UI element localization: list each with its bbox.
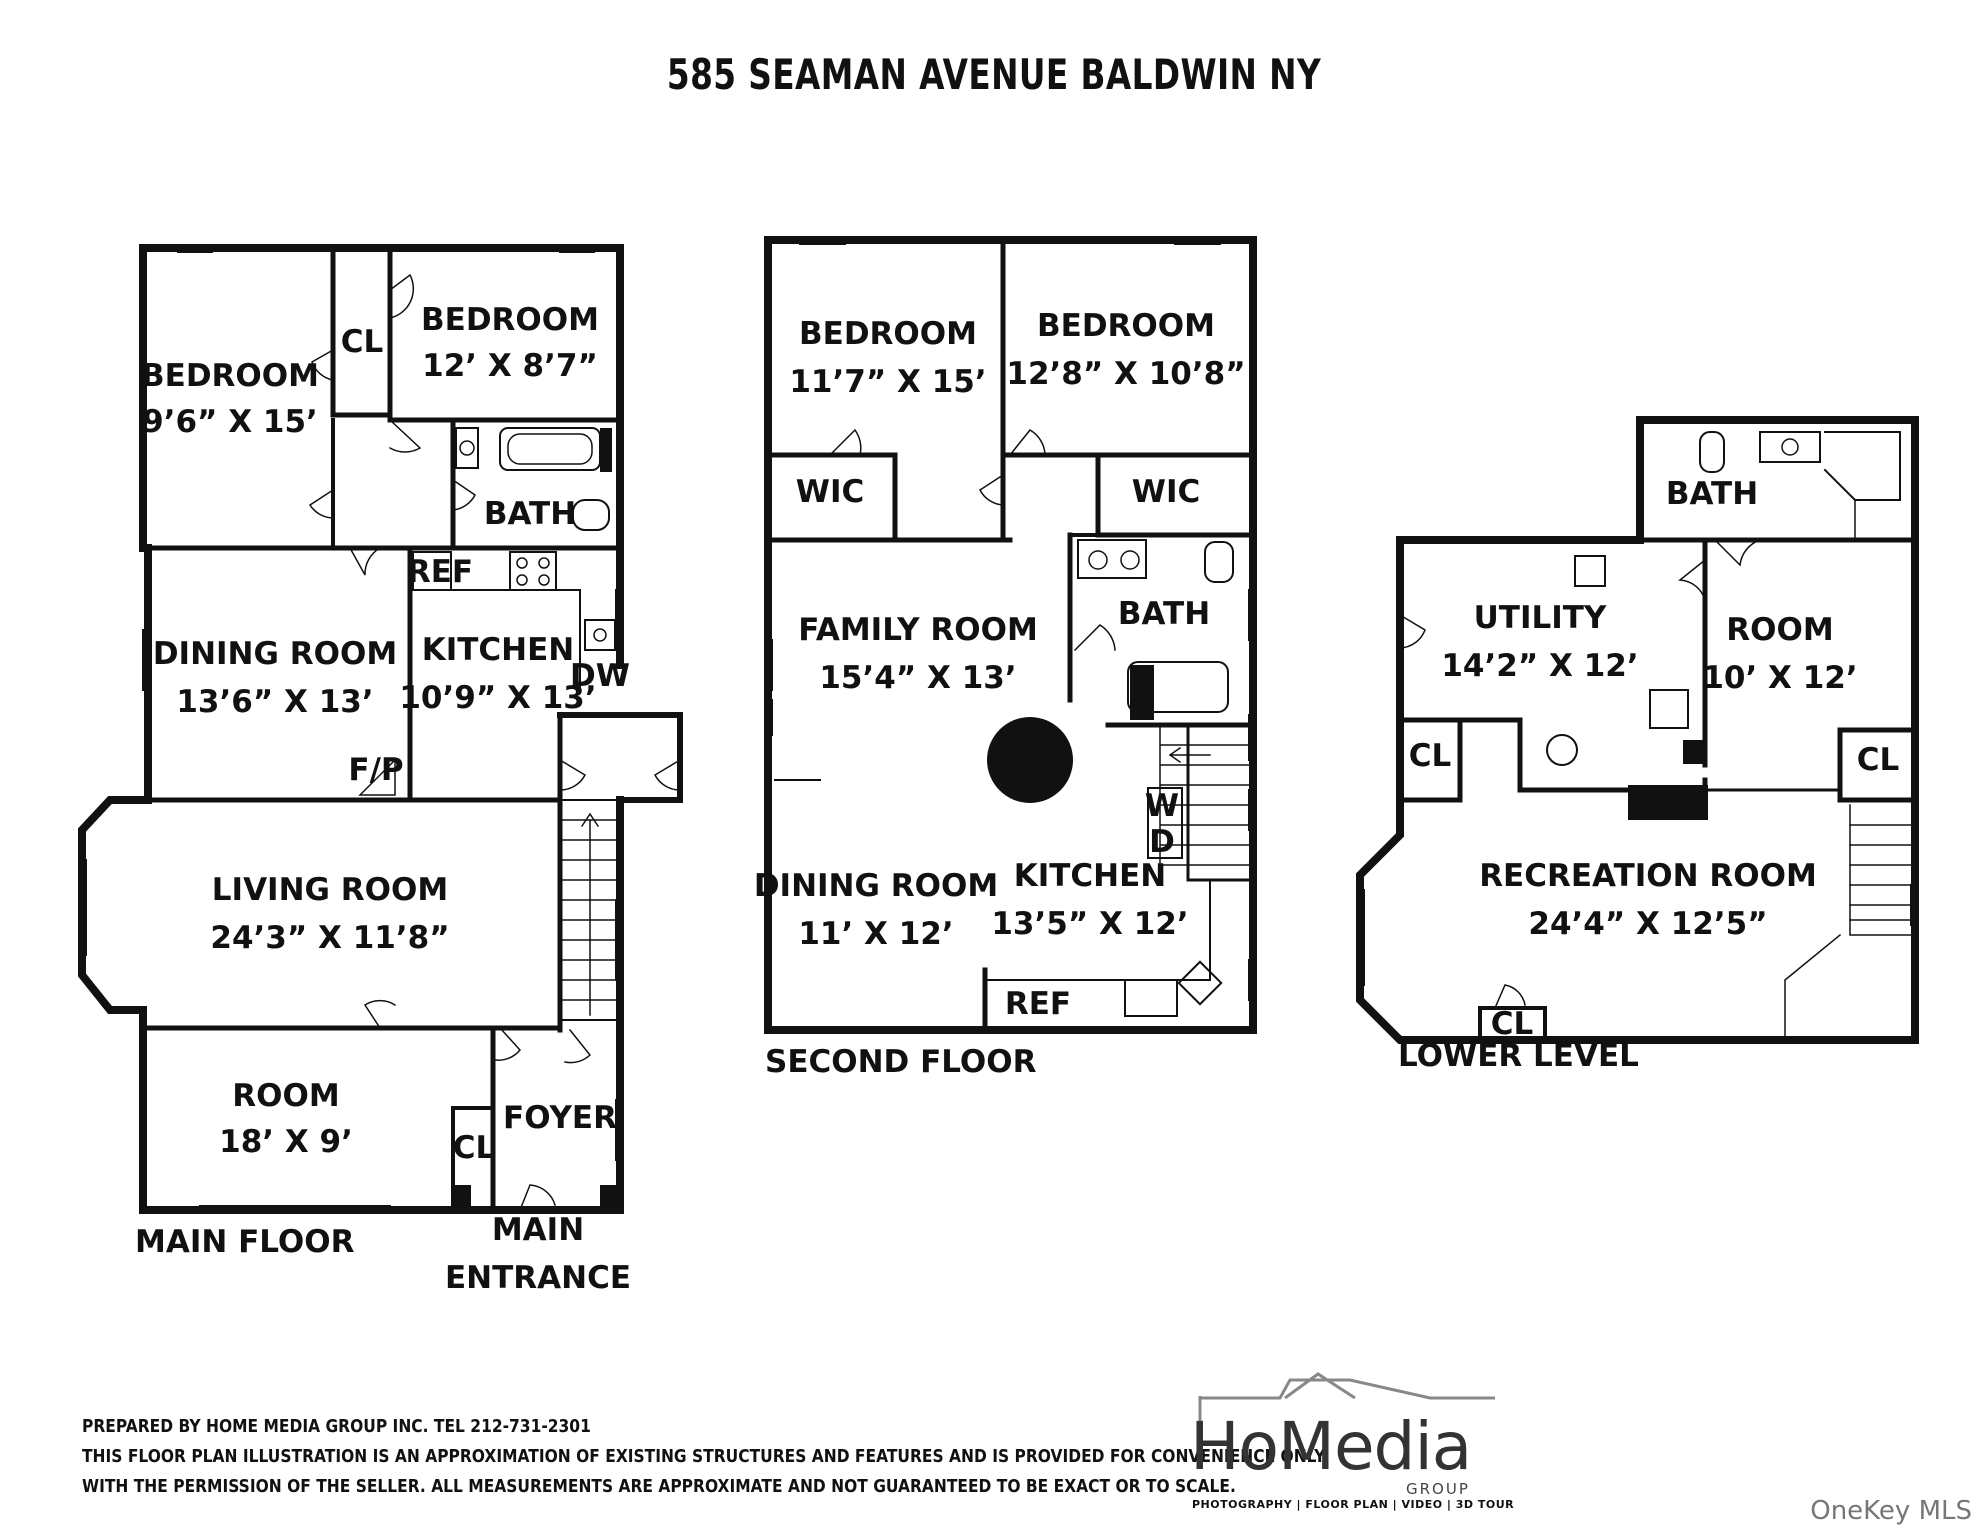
house-roof-icon [1198,1372,1495,1423]
main-bath-label: BATH [484,496,576,532]
footer-line-3: WITH THE PERMISSION OF THE SELLER. ALL M… [82,1476,1236,1497]
lower-closet-b: CL [1857,742,1900,778]
main-kitchen-name: KITCHEN [422,632,575,668]
main-ref-label: REF [407,554,473,590]
main-bedroom-a-name: BEDROOM [141,358,319,394]
disclaimer-footer: PREPARED BY HOME MEDIA GROUP INC. TEL 21… [82,1412,1325,1502]
second-family-size: 15’4” X 13’ [819,660,1016,696]
lower-closet-c: CL [1491,1006,1534,1042]
second-wic-b: WIC [1132,474,1200,510]
second-bedroom-b-size: 12’8” X 10’8” [1006,356,1245,392]
lower-bath-label: BATH [1666,476,1758,512]
lower-closet-a: CL [1409,738,1452,774]
main-closet-a: CL [341,324,384,360]
main-bedroom-b-name: BEDROOM [421,302,599,338]
footer-line-2: THIS FLOOR PLAN ILLUSTRATION IS AN APPRO… [82,1446,1326,1467]
main-entrance-label-2: ENTRANCE [445,1260,631,1296]
second-dining-size: 11’ X 12’ [798,916,953,952]
second-kitchen-name: KITCHEN [1014,858,1167,894]
main-bedroom-b-size: 12’ X 8’7” [422,348,598,384]
lower-room-name: ROOM [1726,612,1833,648]
second-bedroom-b-name: BEDROOM [1037,308,1215,344]
main-entrance-label-1: MAIN [492,1212,584,1248]
main-kitchen-size: 10’9” X 13’ [399,680,596,716]
logo-group-text: GROUP [1406,1480,1470,1498]
second-bedroom-a-size: 11’7” X 15’ [789,364,986,400]
homedia-logo: HoMedia GROUP PHOTOGRAPHY | FLOOR PLAN |… [1190,1368,1514,1511]
logo-tagline: PHOTOGRAPHY | FLOOR PLAN | VIDEO | 3D TO… [1192,1498,1515,1511]
page-title: 585 SEAMAN AVENUE BALDWIN NY [666,50,1322,99]
main-room-name: ROOM [232,1078,339,1114]
second-bedroom-a-name: BEDROOM [799,316,977,352]
main-room-size: 18’ X 9’ [219,1124,353,1160]
second-dryer-label: D [1149,824,1175,860]
main-fp-label: F/P [348,752,403,788]
second-ref-label: REF [1005,986,1071,1022]
main-dining-name: DINING ROOM [153,636,397,672]
main-foyer-label: FOYER [503,1100,617,1136]
second-bath-label: BATH [1118,596,1210,632]
second-floor-plan [764,236,1257,1034]
lower-utility-size: 14’2” X 12’ [1441,648,1638,684]
lower-level-plan [1356,416,1919,1044]
lower-rec-size: 24’4” X 12’5” [1528,906,1767,942]
main-living-size: 24’3” X 11’8” [210,920,449,956]
second-wic-a: WIC [796,474,864,510]
main-dw-label: DW [570,658,630,694]
lower-level-label: LOWER LEVEL [1398,1038,1639,1074]
main-closet-b: CL [453,1130,496,1166]
second-kitchen-size: 13’5” X 12’ [991,906,1188,942]
main-bedroom-a-size: 9’6” X 15’ [142,404,318,440]
second-floor-label: SECOND FLOOR [765,1044,1037,1080]
lower-room-size: 10’ X 12’ [1702,660,1857,696]
main-floor-label: MAIN FLOOR [135,1224,355,1260]
second-family-name: FAMILY ROOM [798,612,1038,648]
logo-brand-text: HoMedia [1190,1408,1472,1485]
second-washer-label: W [1145,788,1179,824]
main-living-name: LIVING ROOM [212,872,448,908]
footer-line-1: PREPARED BY HOME MEDIA GROUP INC. TEL 21… [82,1416,591,1437]
lower-rec-name: RECREATION ROOM [1479,858,1817,894]
second-dining-name: DINING ROOM [754,868,998,904]
main-dining-size: 13’6” X 13’ [176,684,373,720]
main-floor-plan [78,244,683,1214]
watermark: OneKey MLS [1810,1496,1972,1526]
lower-utility-name: UTILITY [1474,600,1607,636]
